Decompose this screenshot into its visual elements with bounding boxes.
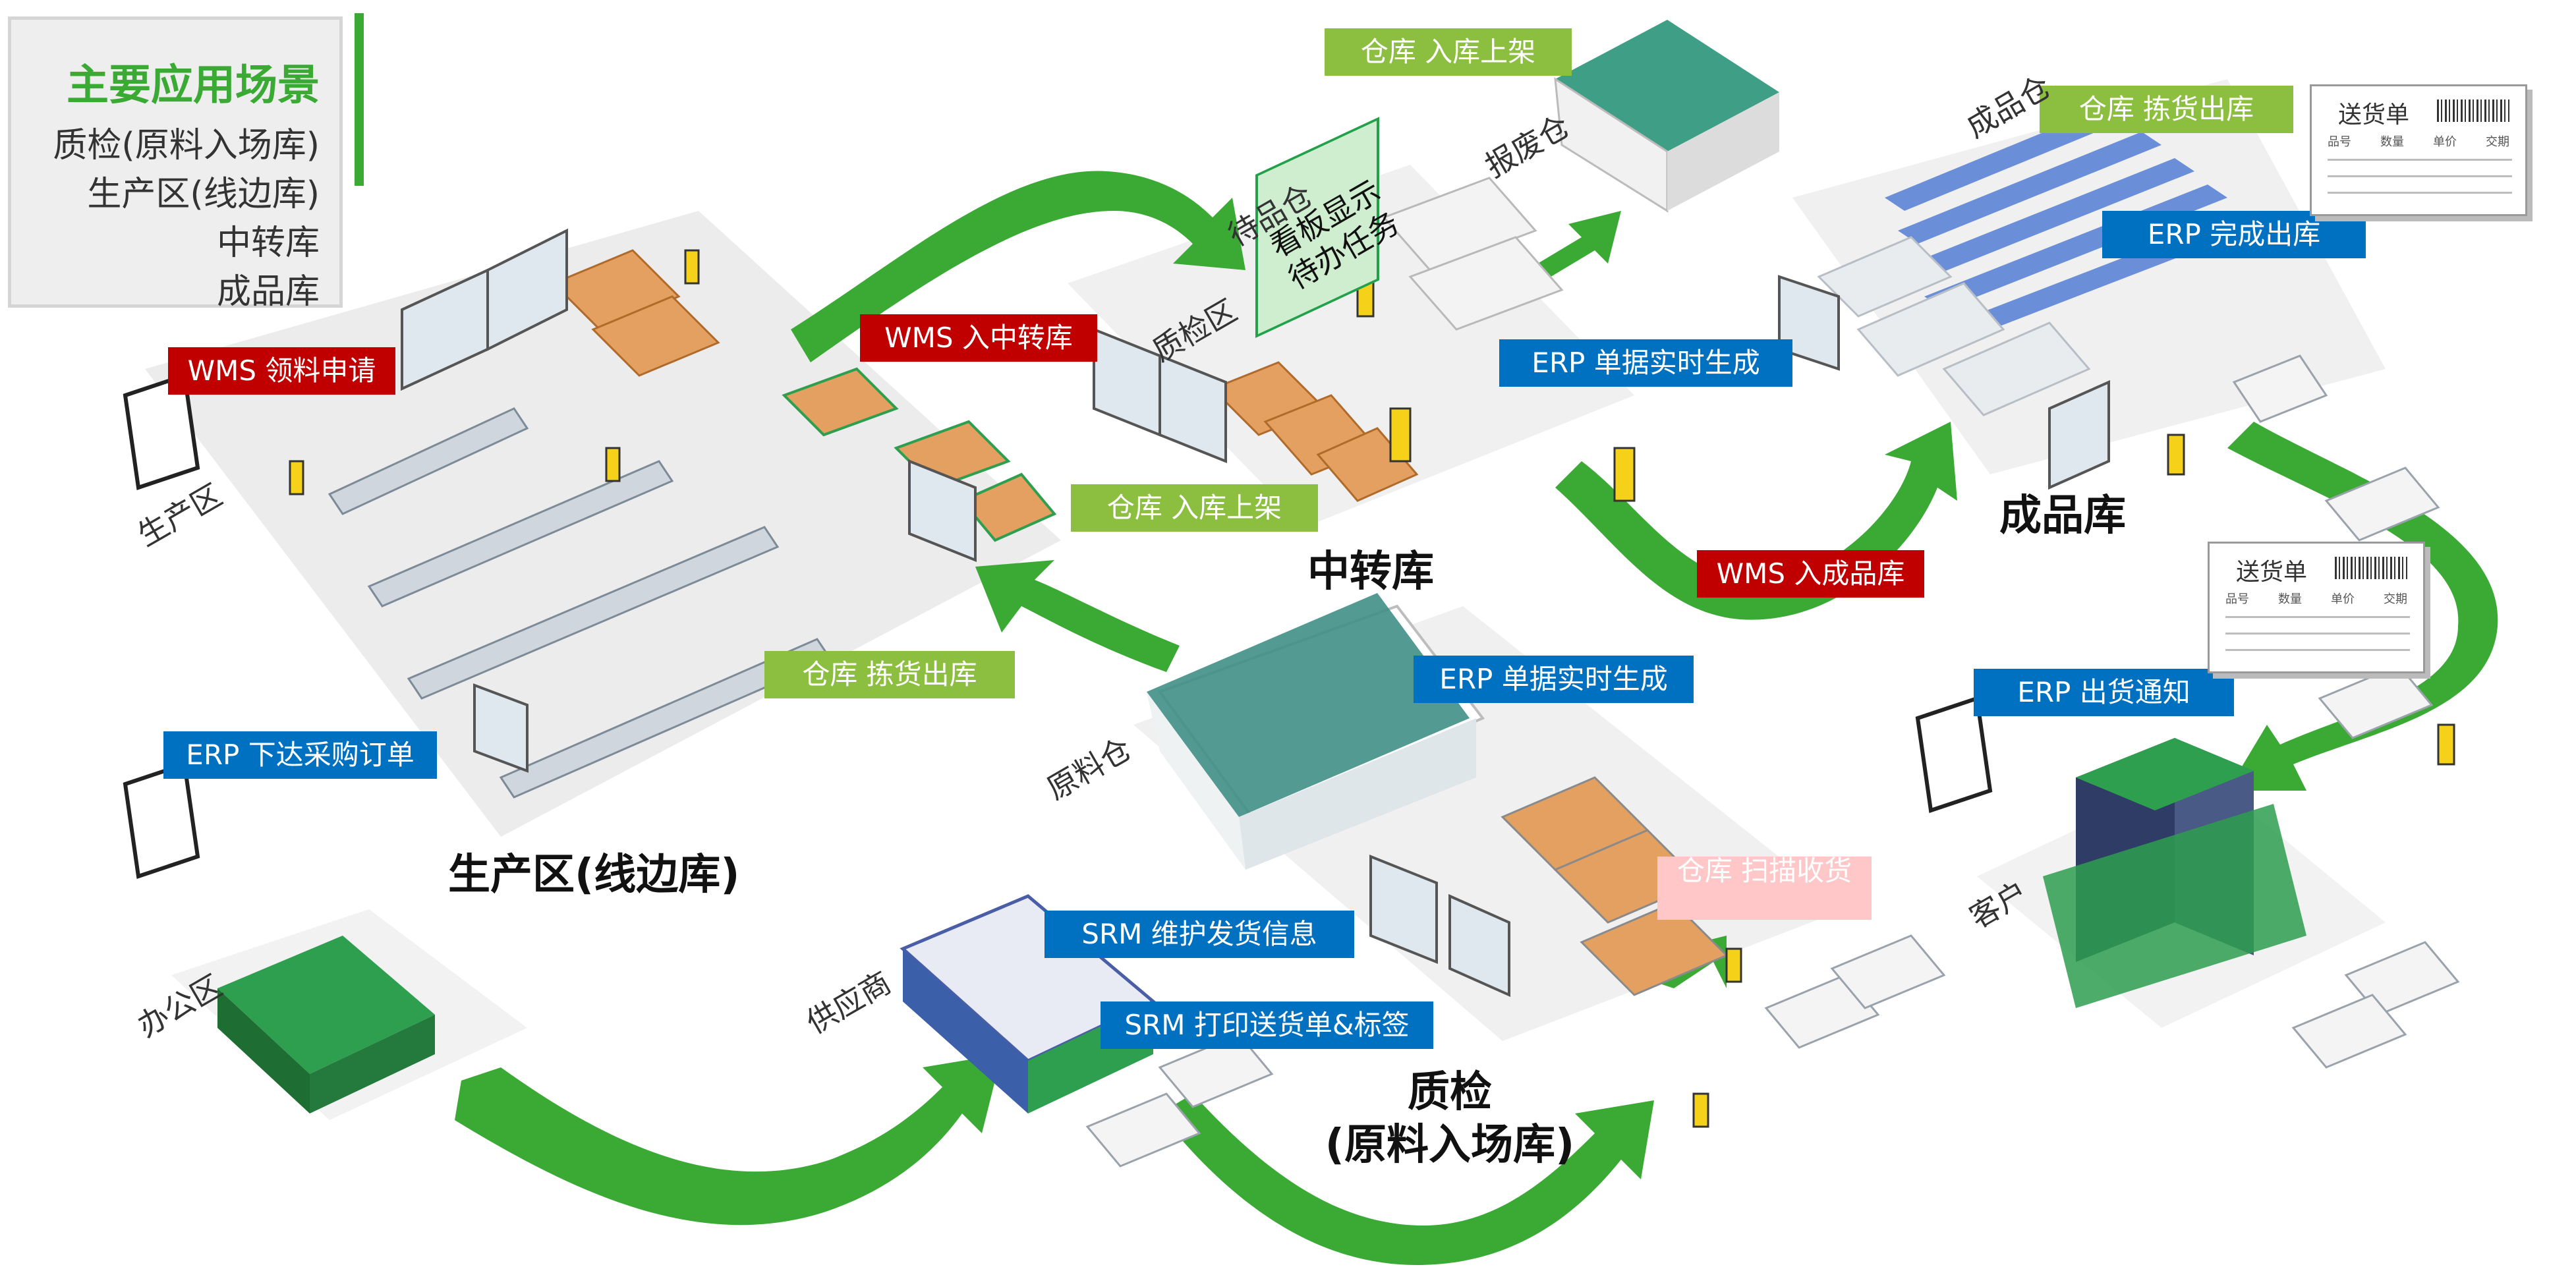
trucks [1085, 354, 2460, 1168]
tag-wh-putaway-top: 仓库 入库上架 [1325, 28, 1572, 76]
raw-material-shelves [1501, 776, 1729, 996]
monitors [401, 228, 2110, 998]
doc-bottom-col-4: 交期 [2384, 592, 2407, 606]
barcode-icon [2335, 557, 2407, 579]
customer-building [2043, 738, 2306, 1008]
doc-bottom-line [2225, 616, 2410, 618]
doc-bottom-line [2225, 649, 2410, 651]
zone-title-production: 生产区(线边库) [448, 851, 740, 899]
legend-title: 主要应用场景 [67, 61, 320, 110]
legend-item-finished: 成品库 [216, 272, 320, 312]
legend-item-qc: 质检(原料入场库) [53, 126, 320, 165]
doc-bottom-col-2: 数量 [2278, 592, 2302, 606]
production-shelves [782, 367, 1057, 542]
zone-title-qc-line1: 质检 [1408, 1068, 1492, 1117]
tag-erp-shipping: ERP 出货通知 [1974, 669, 2234, 716]
tag-erp-complete-out: ERP 完成出库 [2102, 211, 2366, 258]
tag-wh-picking-prod: 仓库 拣货出库 [764, 651, 1015, 698]
tag-erp-realtime-2: ERP 单据实时生成 [1414, 656, 1694, 703]
flow-arrow-supplier-to-qc [1160, 1094, 1654, 1265]
delivery-note-bottom: 送货单 品号 数量 单价 交期 [2208, 542, 2425, 673]
doc-top-col-4: 交期 [2486, 135, 2509, 149]
office-desks [217, 936, 435, 1114]
scrap-warehouse-building [1554, 20, 1779, 213]
legend-accent-bar [355, 13, 364, 186]
flow-arrow-raw-to-production [975, 560, 1180, 672]
tag-erp-purchase: ERP 下达采购订单 [163, 731, 437, 779]
finished-goods-pallets [1817, 236, 2091, 416]
workers [289, 249, 2455, 1128]
doc-top-line [2328, 175, 2512, 177]
barcode-icon [2437, 99, 2509, 122]
tag-wms-transfer: WMS 入中转库 [860, 314, 1097, 362]
raw-warehouse-building [1147, 593, 1485, 870]
doc-top-col-2: 数量 [2380, 135, 2404, 149]
zone-title-qc-line2: (原料入场库) [1325, 1121, 1575, 1170]
zone-title-transfer: 中转库 [1307, 548, 1434, 596]
delivery-note-bottom-title: 送货单 [2236, 559, 2308, 586]
doc-bottom-line [2225, 633, 2410, 634]
tag-srm-shipping-info: SRM 维护发货信息 [1045, 911, 1354, 958]
clipboards [123, 373, 1993, 879]
flow-arrow-finished-to-customer [2227, 422, 2498, 791]
doc-bottom-col-3: 单价 [2331, 592, 2355, 606]
delivery-note-top: 送货单 品号 数量 单价 交期 [2310, 84, 2527, 216]
doc-top-line [2328, 159, 2512, 161]
tag-wh-picking-finished: 仓库 拣货出库 [2040, 86, 2293, 133]
doc-bottom-col-1: 品号 [2225, 592, 2249, 606]
flow-arrow-office-to-supplier [455, 1054, 1002, 1226]
legend-item-production: 生产区(线边库) [87, 175, 320, 214]
tag-wh-scan-receive: 仓库 扫描收货 [1657, 857, 1872, 920]
tag-erp-realtime-1: ERP 单据实时生成 [1499, 339, 1792, 387]
flow-arrow-production-to-transfer [791, 171, 1245, 362]
doc-top-line [2328, 192, 2512, 194]
tag-wms-finished: WMS 入成品库 [1697, 550, 1924, 598]
tag-wms-requisition: WMS 领料申请 [168, 347, 395, 395]
zone-title-finished: 成品库 [1999, 492, 2126, 540]
doc-top-col-3: 单价 [2433, 135, 2457, 149]
tag-wh-putaway-mid: 仓库 入库上架 [1071, 484, 1318, 532]
legend-box: 主要应用场景 质检(原料入场库) 生产区(线边库) 中转库 成品库 [8, 16, 343, 312]
legend-item-transfer: 中转库 [216, 223, 320, 263]
delivery-note-top-title: 送货单 [2338, 101, 2410, 128]
transfer-stacks [1382, 177, 1564, 331]
production-boxes [552, 249, 720, 377]
production-line [328, 407, 832, 799]
tag-srm-print: SRM 打印送货单&标签 [1101, 1001, 1433, 1049]
doc-top-col-1: 品号 [2328, 135, 2351, 149]
